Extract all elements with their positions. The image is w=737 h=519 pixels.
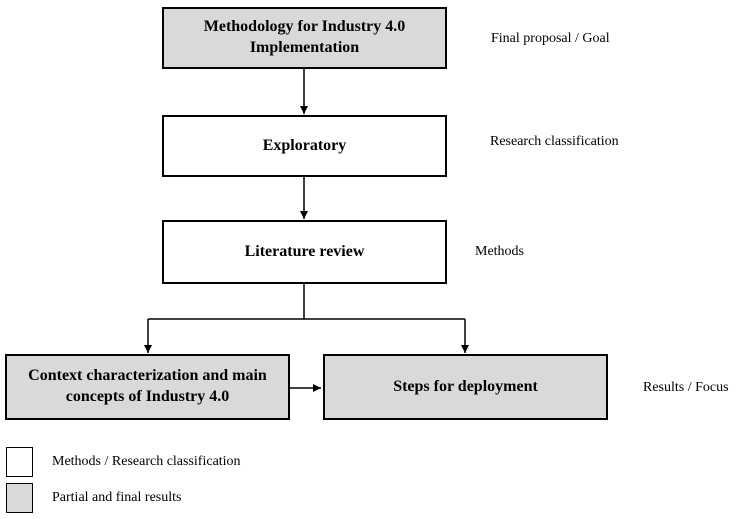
legend-label-results: Partial and final results [52,490,182,505]
legend-swatch-results [6,483,33,513]
flow-box-literature-review-label: Literature review [244,242,365,260]
flow-box-exploratory-label: Exploratory [262,136,347,154]
legend-swatch-methods [6,447,33,477]
branch-line-literature [148,284,465,320]
flow-box-steps-for-deployment-label: Steps for deployment [393,377,538,395]
side-label-methods: Methods [475,244,524,259]
flow-box-literature-review: Literature review [162,220,447,284]
side-label-final-proposal-goal: Final proposal / Goal [491,31,610,46]
flow-box-context-characterization: Context characterization and main concep… [5,354,290,420]
side-label-research-classification: Research classification [490,134,619,149]
side-label-results-focus: Results / Focus [643,380,729,395]
flow-box-methodology-label: Methodology for Industry 4.0 Implementat… [203,18,406,56]
flow-box-methodology: Methodology for Industry 4.0 Implementat… [162,7,447,69]
flow-box-context-characterization-label: Context characterization and main concep… [28,367,267,405]
flow-box-exploratory: Exploratory [162,115,447,177]
legend-label-methods: Methods / Research classification [52,454,241,469]
flow-box-steps-for-deployment: Steps for deployment [323,354,608,420]
